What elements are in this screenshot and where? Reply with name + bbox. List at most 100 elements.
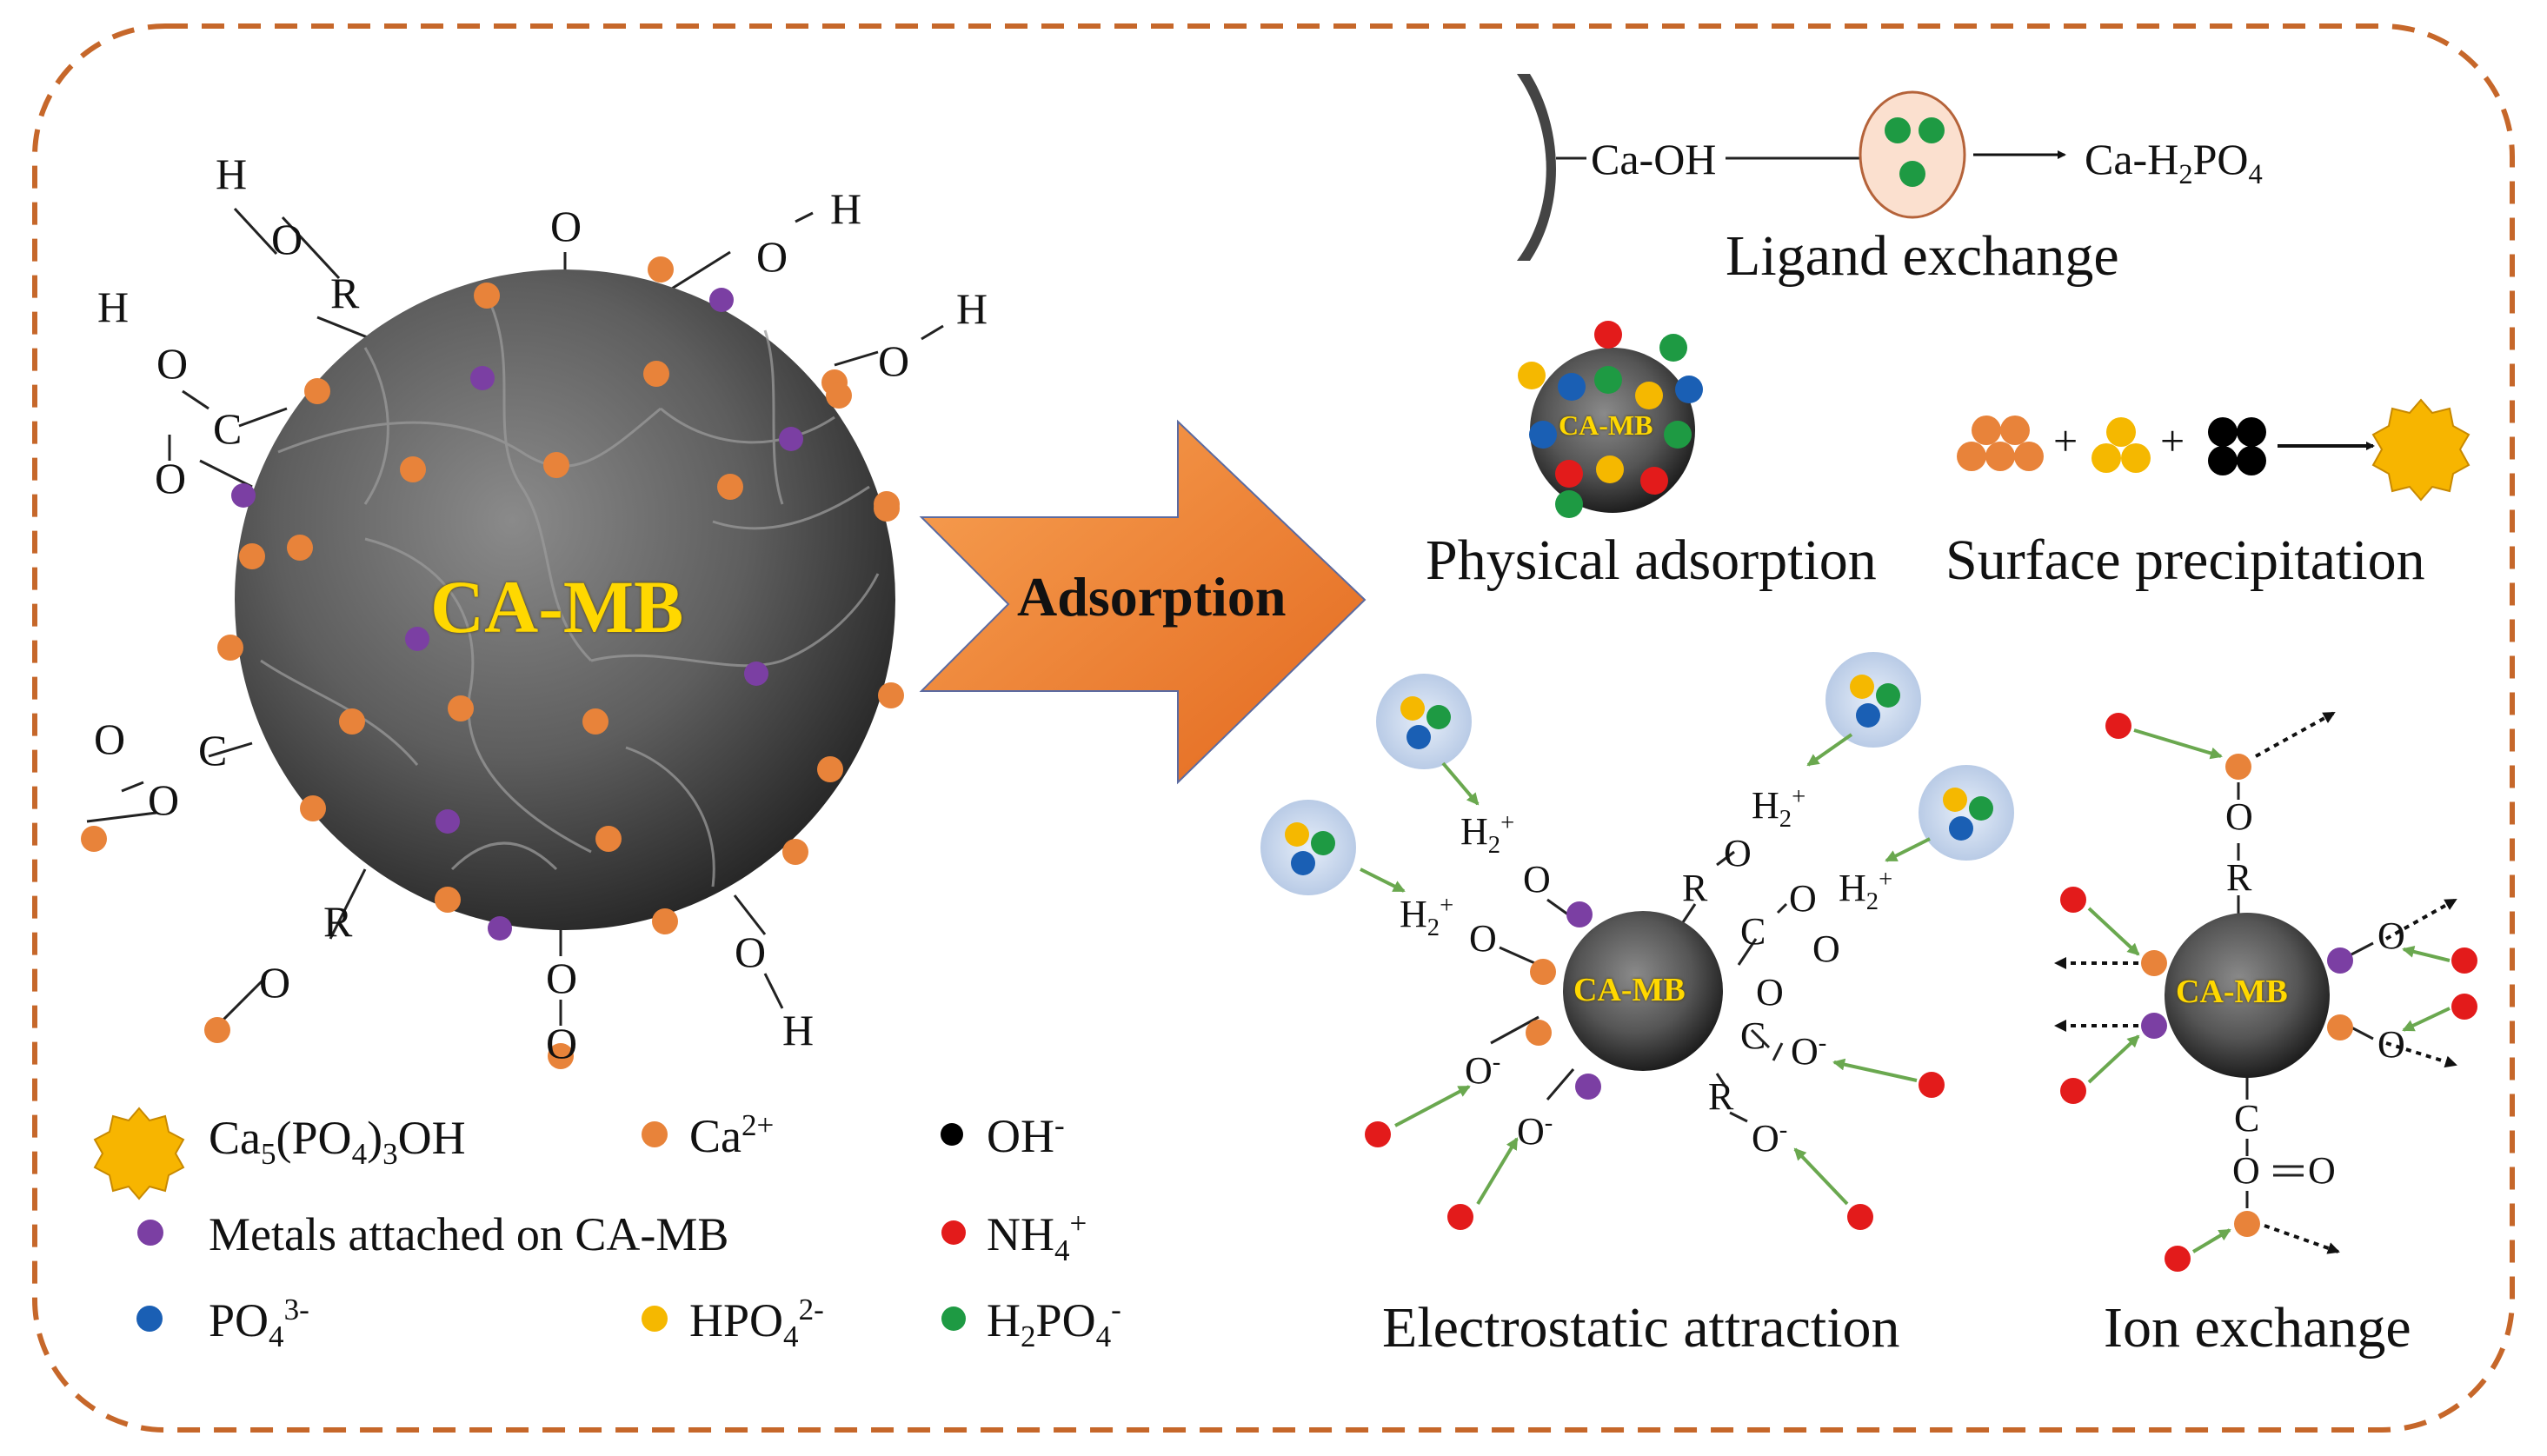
legend-oh-base: OH	[987, 1110, 1054, 1162]
electrostatic-particle-label: CA-MB	[1573, 972, 1686, 1008]
es-h2-2-base: H	[1400, 893, 1427, 935]
es-c-2: C	[1740, 1014, 1766, 1057]
ie-o-right1: O	[2377, 914, 2405, 957]
ion-exchange-particle	[2165, 913, 2330, 1078]
es-h2-1-sup: +	[1500, 809, 1515, 837]
ie-o-bottom2: O	[2308, 1149, 2336, 1192]
precip-plus-1: +	[2053, 416, 2078, 465]
legend-h2po4-label: H2PO4-	[987, 1294, 1121, 1352]
es-r-1: R	[1682, 867, 1708, 909]
ion-exchange-particle-label: CA-MB	[2176, 974, 2288, 1010]
legend-hydroxyapatite-label: Ca5(PO4)3OH	[209, 1112, 466, 1169]
es-o-minus-2: O-	[1465, 1049, 1500, 1092]
physical-caption: Physical adsorption	[1426, 529, 1877, 592]
legend-nh4-base: NH	[987, 1208, 1054, 1260]
fg-top-right1-o: O	[756, 232, 788, 281]
legend-h2po4-icon	[941, 1306, 966, 1331]
es-h2-3: H2+	[1752, 785, 1806, 832]
adsorption-label: Adsorption	[1017, 566, 1287, 628]
legend-ammonium-label: NH4+	[987, 1208, 1087, 1266]
es-o-3: O	[1724, 832, 1752, 874]
legend-ha-sub2: 4	[351, 1136, 368, 1171]
es-c-1: C	[1740, 910, 1766, 953]
es-h2-1-sub: 2	[1487, 831, 1501, 859]
es-h2-2: H2+	[1400, 892, 1454, 941]
legend-hpo4-base: HPO	[689, 1294, 784, 1346]
precip-plus-2: +	[2160, 416, 2185, 465]
legend-hydroxide-label: OH-	[987, 1110, 1065, 1162]
legend-h2po4-base: H	[987, 1294, 1021, 1346]
fg-bottom-left-r: R	[323, 897, 353, 946]
legend-hpo4-label: HPO42-	[689, 1294, 824, 1352]
fg-bottom-left-o: O	[259, 958, 291, 1007]
ie-o-right2: O	[2377, 1023, 2405, 1066]
legend-ca-sup: 2+	[741, 1108, 775, 1142]
electrostatic-bonds	[1490, 850, 1788, 1123]
ion-exchange-dotted-arrows	[2054, 711, 2457, 1254]
legend-ha-sub1: 5	[261, 1136, 276, 1171]
es-h2-2-sup: +	[1440, 892, 1454, 920]
ligand-ion-dots	[1885, 117, 1945, 187]
ligand-right-sub2: 4	[2248, 159, 2263, 190]
es-h2-1: H2+	[1460, 811, 1514, 858]
legend-calcium-label: Ca2+	[689, 1110, 774, 1162]
ligand-left-formula: Ca-OH	[1591, 135, 1717, 183]
fg-bottom-right-o: O	[735, 927, 767, 976]
es-h2-4: H2+	[1839, 866, 1893, 914]
legend-po4-base: PO	[209, 1294, 269, 1346]
ligand-caption: Ligand exchange	[1726, 224, 2119, 288]
electrostatic-ion-dots	[1285, 675, 1993, 875]
legend-h2po4-sup: -	[1111, 1293, 1121, 1326]
es-o-5: O	[1812, 927, 1840, 970]
precip-product	[2371, 398, 2471, 502]
ion-exchange-surface-dots	[2141, 754, 2353, 1237]
legend-ha-sub3: 3	[382, 1136, 398, 1171]
fg-bottom-right-h: H	[782, 1006, 815, 1054]
ie-r-top: R	[2226, 856, 2252, 899]
outer-calcium-dots	[81, 382, 900, 1069]
ligand-right-base: Ca-H	[2085, 135, 2179, 183]
legend-metals-label: Metals attached on CA-MB	[209, 1208, 729, 1260]
electrostatic-caption: Electrostatic attraction	[1382, 1296, 1900, 1360]
adsorption-arrow-shape	[919, 419, 1367, 785]
fg-left-acid-o2: O	[155, 454, 187, 502]
es-o-minus-2-base: O	[1465, 1049, 1493, 1092]
dashed-border	[32, 23, 2515, 1433]
es-o-minus-3: O-	[1517, 1111, 1553, 1151]
fg-top-left-o: O	[271, 215, 303, 263]
es-h2-4-sup: +	[1879, 866, 1893, 894]
ie-c-bottom: C	[2234, 1097, 2260, 1140]
ion-exchange-bonds	[2237, 782, 2374, 1208]
main-particle-texture	[260, 295, 880, 888]
fg-top-carbonyl-o: O	[550, 202, 582, 250]
legend-nh4-sub: 4	[1054, 1233, 1070, 1267]
legend-h2po4-sub: 2	[1021, 1319, 1036, 1353]
legend-nh4-sup: +	[1069, 1207, 1087, 1240]
fg-left-acid-h: H	[97, 283, 130, 331]
es-r-2: R	[1708, 1075, 1734, 1118]
es-h2-2-sub: 2	[1426, 914, 1440, 941]
ligand-right-sub: 2	[2178, 159, 2193, 190]
physical-adsorbed-dots	[1518, 321, 1703, 518]
fg-left-ester-o2: O	[148, 775, 180, 824]
ligand-right-formula: Ca-H2PO4	[2085, 135, 2263, 189]
ie-o-top: O	[2225, 795, 2253, 838]
legend-ca-base: Ca	[689, 1110, 741, 1162]
electrostatic-surface-dots	[1526, 901, 1601, 1100]
electrostatic-particle	[1563, 911, 1723, 1071]
main-particle-calcium-dots	[217, 256, 904, 934]
legend-hpo4-sup: 2-	[798, 1293, 824, 1326]
main-particle	[235, 269, 895, 930]
legend-metal-icon	[137, 1220, 163, 1246]
es-o-minus-4-sup: -	[1779, 1116, 1788, 1144]
legend-oh-sup: -	[1054, 1108, 1065, 1142]
es-o-minus-4-base: O	[1752, 1117, 1779, 1160]
fg-left-ester-c: C	[198, 726, 228, 775]
es-o-minus-4: O-	[1752, 1117, 1787, 1160]
fg-left-acid-o1: O	[156, 339, 189, 388]
legend-ha-tail: )	[367, 1112, 383, 1164]
legend-hpo4-sub: 4	[783, 1319, 799, 1353]
es-o-minus-1: O-	[1791, 1031, 1826, 1071]
